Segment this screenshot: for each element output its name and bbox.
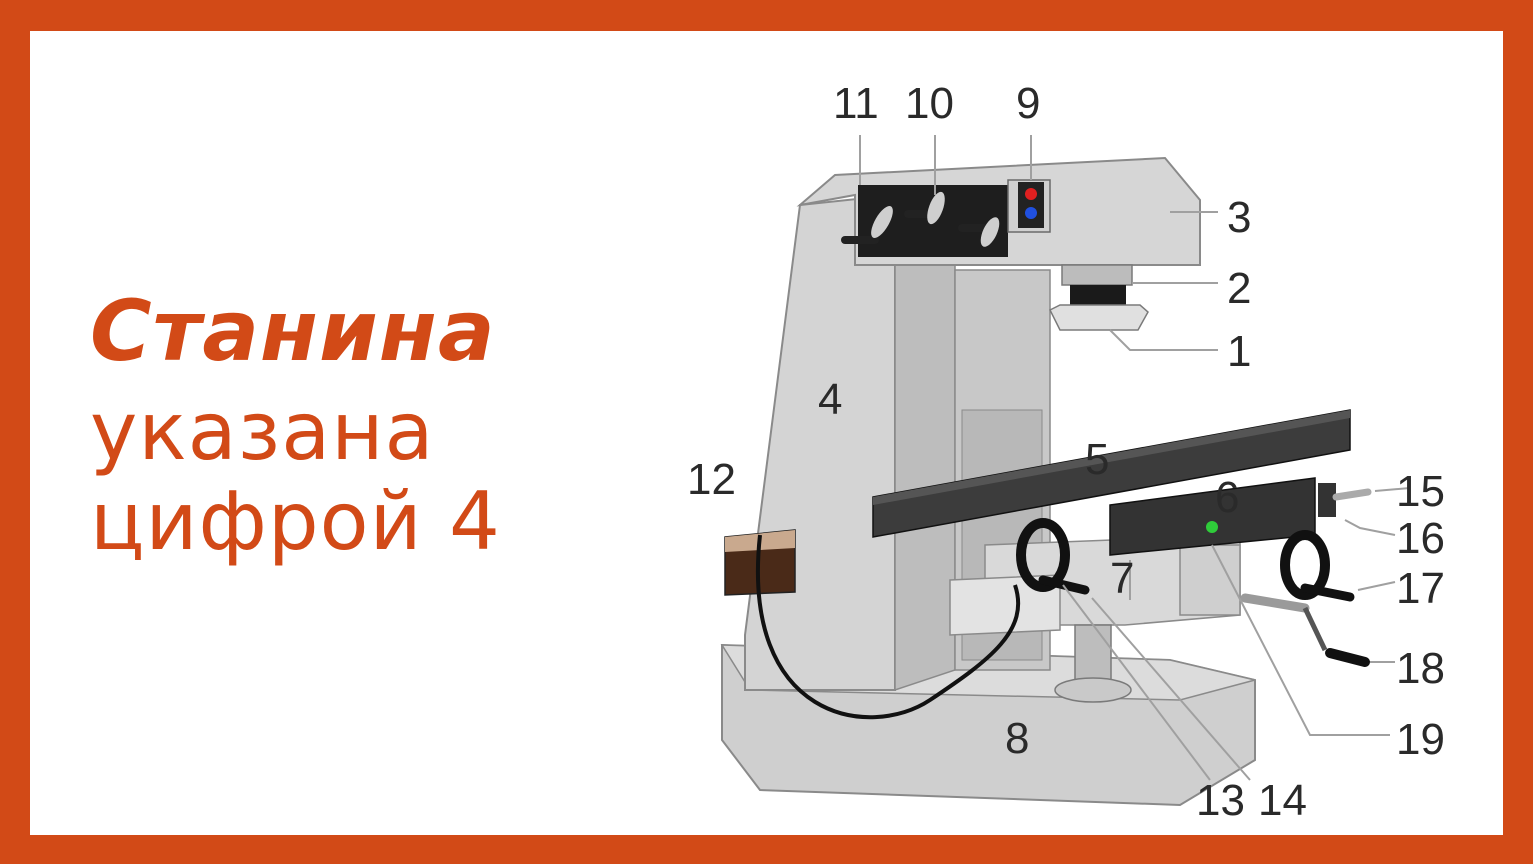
callout-18: 18 [1396, 644, 1445, 693]
callout-9: 9 [1016, 79, 1040, 128]
subtitle-line-1: указана [90, 385, 435, 478]
callout-7: 7 [1110, 554, 1134, 603]
slide-title: Станина [90, 282, 496, 380]
callout-4: 4 [818, 375, 842, 424]
table-lever-15 [1318, 483, 1372, 517]
elevating-screw [1054, 624, 1132, 703]
callout-11: 11 [833, 79, 879, 128]
gearbox-lever-extra [958, 217, 1000, 247]
work-table [872, 409, 1351, 538]
callout-labels: 1 2 3 4 5 6 7 8 9 10 11 12 13 14 15 16 1… [687, 79, 1445, 825]
leader-lines [859, 135, 1411, 781]
callout-3: 3 [1227, 193, 1251, 242]
callout-8: 8 [1005, 714, 1029, 763]
subtitle-line-2: цифрой 4 [90, 475, 501, 568]
gearbox-lever-11 [841, 206, 893, 244]
text-block: Станина указана цифрой 4 [90, 275, 501, 567]
callout-12: 12 [687, 455, 736, 504]
callout-1: 1 [1227, 327, 1251, 376]
handwheel-17 [1280, 530, 1355, 602]
callout-10: 10 [905, 79, 954, 128]
gearbox-lever-10 [904, 191, 945, 225]
callout-6: 6 [1215, 473, 1239, 522]
callout-14: 14 [1258, 776, 1307, 825]
cross-table [1109, 477, 1316, 556]
machine-head [796, 156, 1201, 266]
machine-knee [949, 534, 1241, 636]
callout-16: 16 [1396, 514, 1445, 563]
milling-machine-diagram: 1 2 3 4 5 6 7 8 9 10 11 12 13 14 15 16 1… [687, 79, 1445, 825]
coolant-pump [724, 529, 1021, 720]
spindle-assembly [1048, 264, 1149, 331]
callout-13: 13 [1196, 776, 1245, 825]
callout-17: 17 [1396, 564, 1445, 613]
callout-2: 2 [1227, 264, 1251, 313]
callout-5: 5 [1085, 435, 1109, 484]
crank-handle-18 [1240, 593, 1370, 667]
callout-15: 15 [1396, 467, 1445, 516]
callout-19: 19 [1396, 715, 1445, 764]
